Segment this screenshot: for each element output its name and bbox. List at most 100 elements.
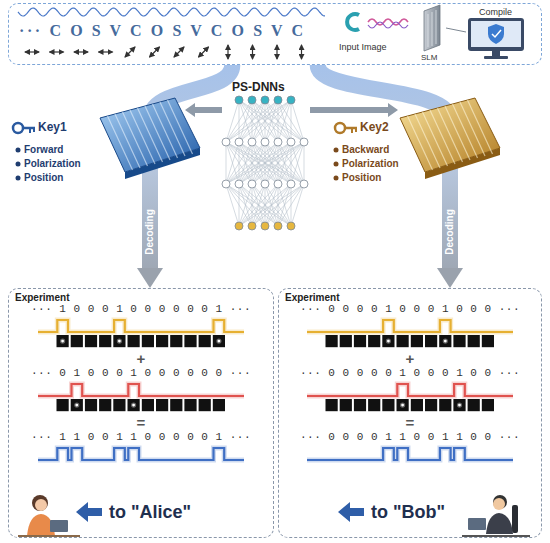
operator: + [137, 350, 146, 368]
output-image [326, 335, 338, 347]
output-image [213, 335, 225, 347]
output-image [368, 399, 380, 411]
key-property: Forward [24, 144, 63, 156]
neuron [287, 96, 295, 104]
encoded-sequence: ··· C O S V C O S V C O S V C [19, 21, 306, 40]
output-image [453, 399, 465, 411]
network-link [291, 142, 304, 184]
chip-stripe [168, 100, 193, 154]
neuron [261, 180, 269, 188]
output-image [199, 335, 211, 347]
output-spot [218, 340, 221, 343]
recipient-label: to "Bob" [371, 502, 445, 524]
output-spot-glow [457, 403, 462, 408]
bullet [334, 176, 339, 181]
monitor-stand [492, 51, 500, 56]
network-link [226, 142, 265, 184]
waveform-glow [38, 320, 244, 332]
network-link [278, 100, 304, 142]
bullet [334, 162, 339, 167]
output-image [439, 335, 451, 347]
device-label: Compile [479, 7, 512, 18]
network-link [278, 142, 304, 184]
output-image [156, 335, 168, 347]
waveform-glow [307, 448, 513, 460]
output-image [213, 399, 225, 411]
output-image [170, 335, 182, 347]
output-spot [401, 404, 404, 407]
output-image [354, 335, 366, 347]
output-spot [458, 404, 461, 407]
network-arrow [310, 103, 398, 117]
network-link [239, 184, 240, 226]
network-link [226, 142, 291, 184]
output-image [170, 399, 182, 411]
neural-network [222, 96, 308, 230]
polarization-arrow [199, 47, 209, 57]
network-link [239, 100, 291, 142]
device-label: Input Image [339, 42, 387, 53]
neuron [248, 96, 256, 104]
output-spot [61, 340, 64, 343]
neuron [248, 180, 256, 188]
output-image [128, 335, 140, 347]
network-link [252, 184, 304, 226]
output-spot-glow [216, 339, 221, 344]
output-image [113, 399, 125, 411]
waveform-glow [307, 320, 513, 332]
network-link [226, 142, 265, 184]
network-link [265, 100, 291, 142]
panel-heading: Experiment [15, 292, 69, 304]
slm-pixel [432, 12, 433, 46]
network-link [252, 142, 304, 184]
output-image [411, 399, 423, 411]
waveform [307, 448, 513, 460]
network-link [226, 100, 239, 142]
output-spot-glow [386, 339, 391, 344]
waveform-glow [307, 384, 513, 396]
network-link [291, 142, 304, 184]
wire [446, 28, 466, 32]
network-link [239, 184, 252, 226]
output-image [57, 399, 69, 411]
output-image [142, 399, 154, 411]
bit-string: ··· 1 1 0 0 1 1 0 0 0 0 0 1 ··· [31, 431, 251, 444]
neuron [274, 180, 282, 188]
output-spot [132, 404, 135, 407]
output-image [382, 335, 394, 347]
neuron [300, 180, 308, 188]
signal-layer [279, 289, 541, 537]
output-image [425, 335, 437, 347]
panel-heading: Experiment [285, 292, 339, 304]
light-wave [18, 8, 325, 16]
output-image [411, 335, 423, 347]
operator: = [137, 414, 146, 432]
output-image [99, 399, 111, 411]
key-icon [13, 123, 35, 133]
output-image [71, 335, 83, 347]
neuron [300, 138, 308, 146]
output-spot [75, 404, 78, 407]
output-spot-glow [443, 339, 448, 344]
polarization-arrow [227, 45, 228, 59]
output-image [397, 335, 409, 347]
polarization-arrow [74, 51, 88, 52]
output-image [85, 399, 97, 411]
network-link [265, 184, 304, 226]
output-image [85, 335, 97, 347]
network-link [226, 142, 278, 184]
key-property: Position [24, 172, 63, 184]
output-image [71, 399, 83, 411]
neuron [235, 180, 243, 188]
recipient-label: to "Alice" [109, 502, 191, 524]
monitor-screen [471, 21, 521, 47]
network-link [239, 184, 278, 226]
output-image [482, 399, 494, 411]
network-link [239, 184, 265, 226]
operator: = [406, 414, 415, 432]
polarization-arrow [125, 47, 135, 57]
polarization-arrow [301, 45, 302, 59]
bullet [16, 162, 21, 167]
output-image [453, 335, 465, 347]
